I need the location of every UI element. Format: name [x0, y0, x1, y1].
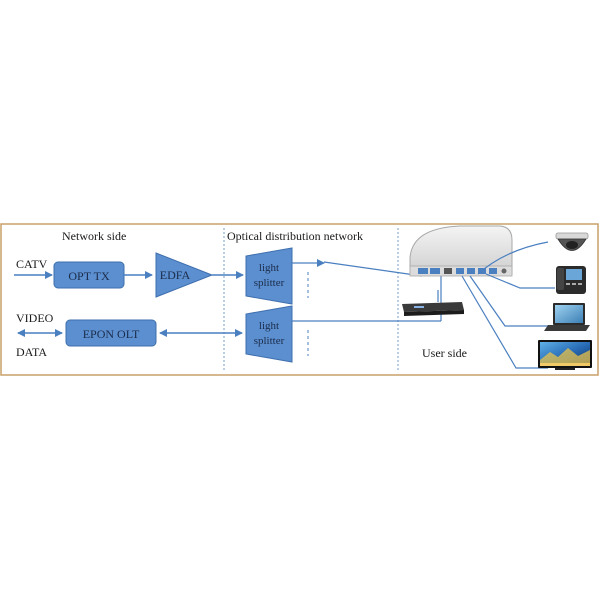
data-label: DATA [16, 345, 47, 359]
router-icon [409, 225, 513, 277]
set-top-box-icon [402, 302, 464, 316]
user-side-label: User side [422, 346, 467, 360]
phone-cable [485, 273, 555, 289]
epon-olt-label: EPON OLT [83, 327, 140, 341]
odn-label: Optical distribution network [227, 229, 363, 243]
dome-camera-icon [555, 232, 589, 251]
tv-icon [538, 340, 592, 370]
splitter-1-line2: splitter [254, 277, 285, 289]
edfa-block [155, 252, 214, 298]
camera-cable [477, 241, 549, 275]
tv-cable [461, 275, 548, 369]
opt-tx-label: OPT TX [68, 269, 110, 283]
splitter-1-line1: light [259, 262, 279, 274]
fiber-catv-to-onu [323, 261, 423, 277]
splitter-2-line1: light [259, 320, 279, 332]
catv-label: CATV [16, 257, 48, 271]
light-splitter-2 [245, 305, 293, 363]
edfa-label: EDFA [160, 268, 191, 282]
video-label: VIDEO [16, 311, 54, 325]
network-side-label: Network side [62, 229, 126, 243]
splitter-2-line2: splitter [254, 335, 285, 347]
light-splitter-1 [245, 247, 293, 305]
laptop-cable [469, 275, 548, 327]
laptop-icon [544, 303, 590, 331]
epon-olt-block [65, 319, 157, 347]
ip-phone-icon [556, 266, 586, 294]
